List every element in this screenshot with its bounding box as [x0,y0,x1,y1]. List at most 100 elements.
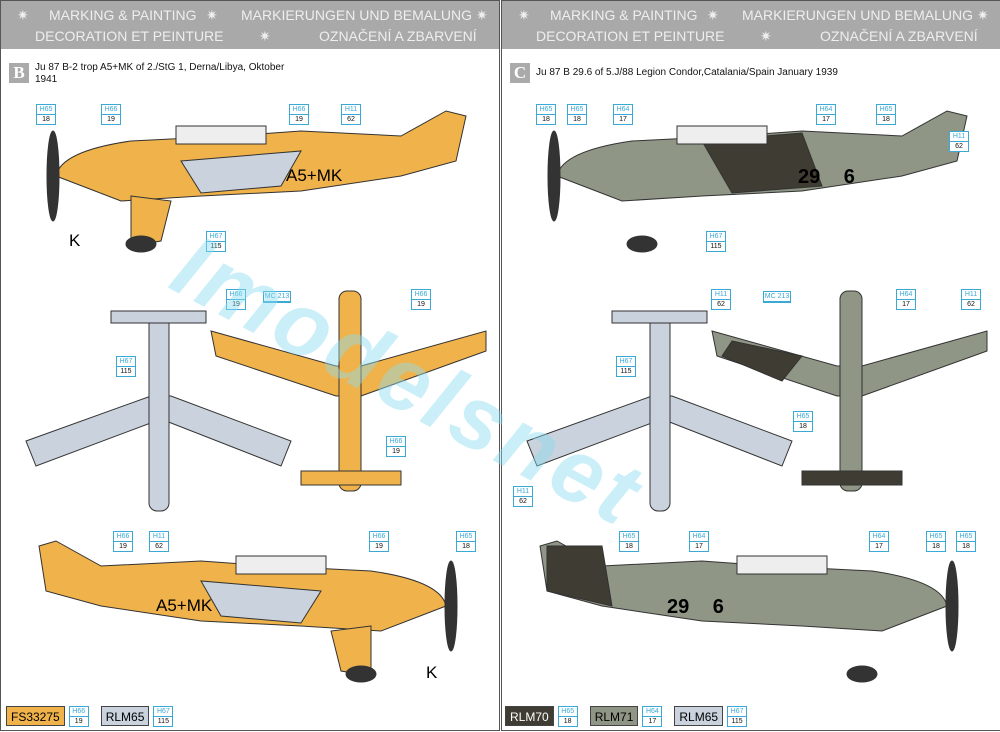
header-title-en: MARKING & PAINTING [550,7,698,23]
callout-code: H66 [227,290,245,300]
callout-number: 19 [74,717,83,725]
callout-number: 18 [542,116,550,123]
callout-number: 18 [563,717,572,725]
callout-number: 62 [519,498,527,505]
color-callout: MC 213 [263,291,291,303]
callout-number: 18 [462,543,470,550]
callout-code: H66 [387,437,405,447]
callout-number: 17 [648,717,657,725]
header-title-de: MARKIERUNGEN UND BEMALUNG [742,7,974,23]
callout-number: 19 [392,448,400,455]
callout-number: 17 [822,116,830,123]
callout-code: H67 [707,232,725,242]
callout-number: 19 [232,301,240,308]
callout-number: 18 [932,543,940,550]
callout-number: 17 [902,301,910,308]
callout-number: 19 [107,116,115,123]
callout-code: H64 [817,105,835,115]
fuselage-code: A5+MK [286,166,343,185]
top-view [210,290,487,492]
callout-number: 62 [717,301,725,308]
callout-code: H64 [614,105,632,115]
star-icon: ✷ [206,7,218,23]
callout-code: H11 [342,105,360,115]
star-icon: ✷ [17,7,29,23]
callout-number: 17 [875,543,883,550]
color-swatch: RLM71 [589,706,639,726]
callout-number: 115 [710,243,722,250]
callout-number: 19 [119,543,127,550]
callout-number: 18 [882,116,890,123]
callout-code: H67 [154,707,173,717]
callout-code: H11 [950,132,968,142]
scheme-letter: B [9,63,29,83]
callout-code: H11 [150,532,168,542]
fuselage-code: 29 6 [667,596,724,618]
callout-number: 115 [620,368,632,375]
callout-code: H65 [537,105,555,115]
color-swatch: FS33275 [6,706,65,726]
header-title-fr: DECORATION ET PEINTURE [35,28,224,44]
callout-code: H64 [897,290,915,300]
callout-number: 115 [210,243,222,250]
callout-code: H65 [927,532,945,542]
callout-code: H67 [617,357,635,367]
callout-code: H67 [207,232,225,242]
callout-code: MC 213 [764,293,790,302]
fuselage-code: 29 6 [798,166,855,188]
callout-code: H65 [457,532,475,542]
callout-code: MC 213 [264,293,290,302]
color-swatch: RLM65 [674,706,724,726]
callout-code: H65 [957,532,975,542]
star-icon: ✷ [707,7,719,23]
color-callout: MC 213 [763,291,791,303]
callout-code: H65 [794,412,812,422]
side-view-right [38,540,458,683]
star-icon: ✷ [259,28,271,44]
header-title-de: MARKIERUNGEN UND BEMALUNG [241,7,473,23]
callout-code: H64 [690,532,708,542]
bottom-view [526,310,793,512]
side-view-left [547,110,968,253]
callout-code: H66 [102,105,120,115]
header-band: ✷ MARKING & PAINTING ✷ MARKIERUNGEN UND … [1,1,499,49]
callout-code: H66 [114,532,132,542]
aircraft-drawings [526,110,988,683]
star-icon: ✷ [518,7,530,23]
callout-code: H66 [69,707,88,717]
callout-code: H67 [728,707,747,717]
callout-number: 18 [573,116,581,123]
bottom-view [25,310,292,512]
callout-code: H65 [558,707,577,717]
scheme-title: Ju 87 B 29.6 of 5.J/88 Legion Condor,Cat… [536,67,838,78]
header-title-cz: OZNAČENÍ A ZBARVENÍ [319,28,477,44]
code-letter: K [69,231,81,250]
callout-number: 62 [955,143,963,150]
callout-number: 19 [417,301,425,308]
callout-code: H65 [620,532,638,542]
callout-number: 18 [625,543,633,550]
callout-code: H65 [568,105,586,115]
callout-number: 62 [155,543,163,550]
callout-code: H11 [712,290,730,300]
callout-number: 18 [962,543,970,550]
